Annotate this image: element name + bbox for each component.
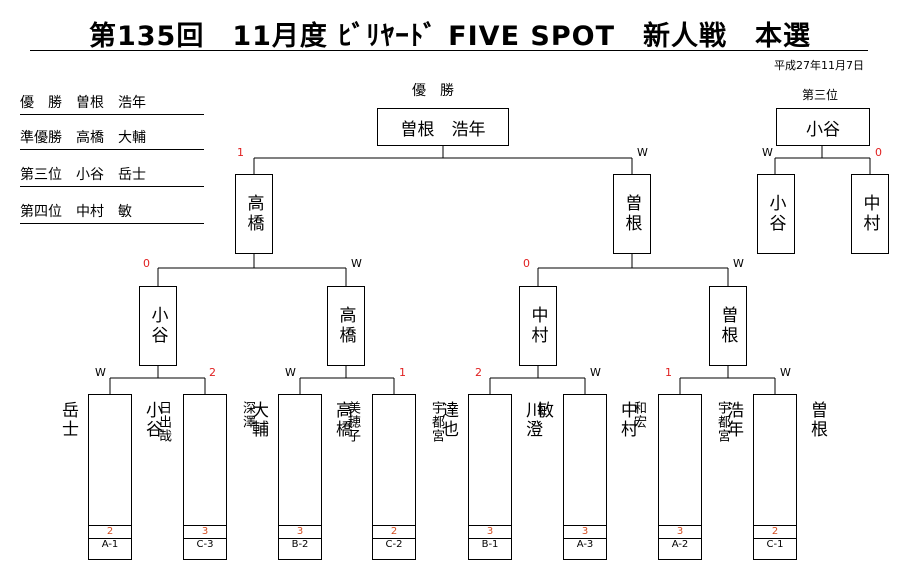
player-name-cell: 高橋 大輔 bbox=[248, 395, 352, 525]
result-rank: 第三位 bbox=[20, 167, 62, 183]
semifinal-name: 高橋 bbox=[243, 194, 264, 234]
player-card: 曽根 浩年 2 C-1 bbox=[723, 394, 827, 560]
player-name-cell: 曽根 浩年 bbox=[723, 395, 827, 525]
player-code: A-1 bbox=[89, 538, 131, 551]
result-fourth: 第四位 中村 敏 bbox=[20, 201, 204, 224]
semifinal-right-score: W bbox=[351, 257, 362, 270]
quarterfinal-name: 中村 bbox=[527, 306, 548, 346]
player-seed: 3 bbox=[659, 525, 701, 538]
semifinal-name: 曽根 bbox=[621, 194, 642, 234]
qf-right-score: 2 bbox=[209, 366, 216, 379]
player-seed: 2 bbox=[89, 525, 131, 538]
player-seed: 3 bbox=[564, 525, 606, 538]
third-place-left-name: 小谷 bbox=[765, 194, 786, 234]
player-code: B-2 bbox=[279, 538, 321, 551]
player-seed: 3 bbox=[469, 525, 511, 538]
result-name: 曽根 浩年 bbox=[76, 95, 146, 111]
player-seed: 2 bbox=[754, 525, 796, 538]
final-header: 優 勝 bbox=[412, 83, 454, 99]
qf-left-score: W bbox=[95, 366, 106, 379]
player-name: 小谷 岳士 bbox=[58, 401, 162, 439]
player-name-cell: 川澄 達也 bbox=[438, 395, 542, 525]
semifinal-left-score: 0 bbox=[523, 257, 530, 270]
semifinal-box: 高橋 bbox=[235, 174, 273, 254]
event-date: 平成27年11月7日 bbox=[774, 59, 864, 72]
result-name: 中村 敏 bbox=[76, 204, 132, 220]
player-seed: 2 bbox=[373, 525, 415, 538]
player-card: 川澄 達也 3 B-1 bbox=[438, 394, 542, 560]
third-right-score: 0 bbox=[875, 146, 882, 159]
player-name-cell: 宇都宮 和宏 bbox=[631, 395, 730, 525]
third-place-header: 第三位 bbox=[802, 88, 839, 102]
player-name: 宇都宮 和宏 bbox=[631, 401, 730, 443]
qf-left-score: W bbox=[285, 366, 296, 379]
player-code: C-1 bbox=[754, 538, 796, 551]
player-name: 宇都宮 美穂子 bbox=[345, 401, 444, 443]
result-name: 小谷 岳士 bbox=[76, 167, 146, 183]
champion-box: 曽根 浩年 bbox=[377, 108, 509, 146]
page-title: 第135回 11月度 ﾋﾞﾘﾔｰﾄﾞ FIVE SPOT 新人戦 本選 bbox=[88, 21, 812, 52]
player-name-cell: 小谷 岳士 bbox=[58, 395, 162, 525]
result-rank: 優 勝 bbox=[20, 95, 62, 111]
player-name-cell: 宇都宮 美穂子 bbox=[345, 395, 444, 525]
semifinal-left-score: 0 bbox=[143, 257, 150, 270]
result-name: 高橋 大輔 bbox=[76, 130, 146, 146]
player-code: C-3 bbox=[184, 538, 226, 551]
result-third: 第三位 小谷 岳士 bbox=[20, 164, 204, 187]
player-card: 中村 敏 3 A-3 bbox=[533, 394, 637, 560]
final-left-score: 1 bbox=[237, 146, 244, 159]
qf-left-score: 2 bbox=[475, 366, 482, 379]
player-code: C-2 bbox=[373, 538, 415, 551]
result-first: 優 勝 曽根 浩年 bbox=[20, 92, 204, 115]
player-name-cell: 中村 敏 bbox=[533, 395, 637, 525]
result-rank: 準優勝 bbox=[20, 130, 62, 146]
qf-left-score: 1 bbox=[665, 366, 672, 379]
player-code: B-1 bbox=[469, 538, 511, 551]
quarterfinal-box: 中村 bbox=[519, 286, 557, 366]
player-name: 高橋 大輔 bbox=[248, 401, 352, 439]
player-card: 深澤 日出哉 3 C-3 bbox=[156, 394, 255, 560]
final-right-score: W bbox=[637, 146, 648, 159]
player-code: A-3 bbox=[564, 538, 606, 551]
qf-right-score: W bbox=[590, 366, 601, 379]
title-underline bbox=[30, 50, 868, 51]
player-name: 深澤 日出哉 bbox=[156, 401, 255, 443]
quarterfinal-box: 小谷 bbox=[139, 286, 177, 366]
player-name-cell: 深澤 日出哉 bbox=[156, 395, 255, 525]
third-place-left-box: 小谷 bbox=[757, 174, 795, 254]
third-place-right-name: 中村 bbox=[859, 194, 880, 234]
quarterfinal-name: 小谷 bbox=[147, 306, 168, 346]
player-card: 高橋 大輔 3 B-2 bbox=[248, 394, 352, 560]
quarterfinal-name: 高橋 bbox=[335, 306, 356, 346]
player-name: 中村 敏 bbox=[533, 401, 637, 439]
player-seed: 3 bbox=[184, 525, 226, 538]
third-place-winner-box: 小谷 bbox=[776, 108, 870, 146]
player-name: 川澄 達也 bbox=[438, 401, 542, 439]
third-place-right-box: 中村 bbox=[851, 174, 889, 254]
qf-right-score: 1 bbox=[399, 366, 406, 379]
quarterfinal-box: 曽根 bbox=[709, 286, 747, 366]
result-rank: 第四位 bbox=[20, 204, 62, 220]
player-seed: 3 bbox=[279, 525, 321, 538]
qf-right-score: W bbox=[780, 366, 791, 379]
third-left-score: W bbox=[762, 146, 773, 159]
player-card: 小谷 岳士 2 A-1 bbox=[58, 394, 162, 560]
player-code: A-2 bbox=[659, 538, 701, 551]
result-second: 準優勝 高橋 大輔 bbox=[20, 127, 204, 150]
player-card: 宇都宮 美穂子 2 C-2 bbox=[345, 394, 444, 560]
semifinal-box: 曽根 bbox=[613, 174, 651, 254]
quarterfinal-box: 高橋 bbox=[327, 286, 365, 366]
quarterfinal-name: 曽根 bbox=[717, 306, 738, 346]
player-card: 宇都宮 和宏 3 A-2 bbox=[631, 394, 730, 560]
player-name: 曽根 浩年 bbox=[723, 401, 827, 439]
semifinal-right-score: W bbox=[733, 257, 744, 270]
